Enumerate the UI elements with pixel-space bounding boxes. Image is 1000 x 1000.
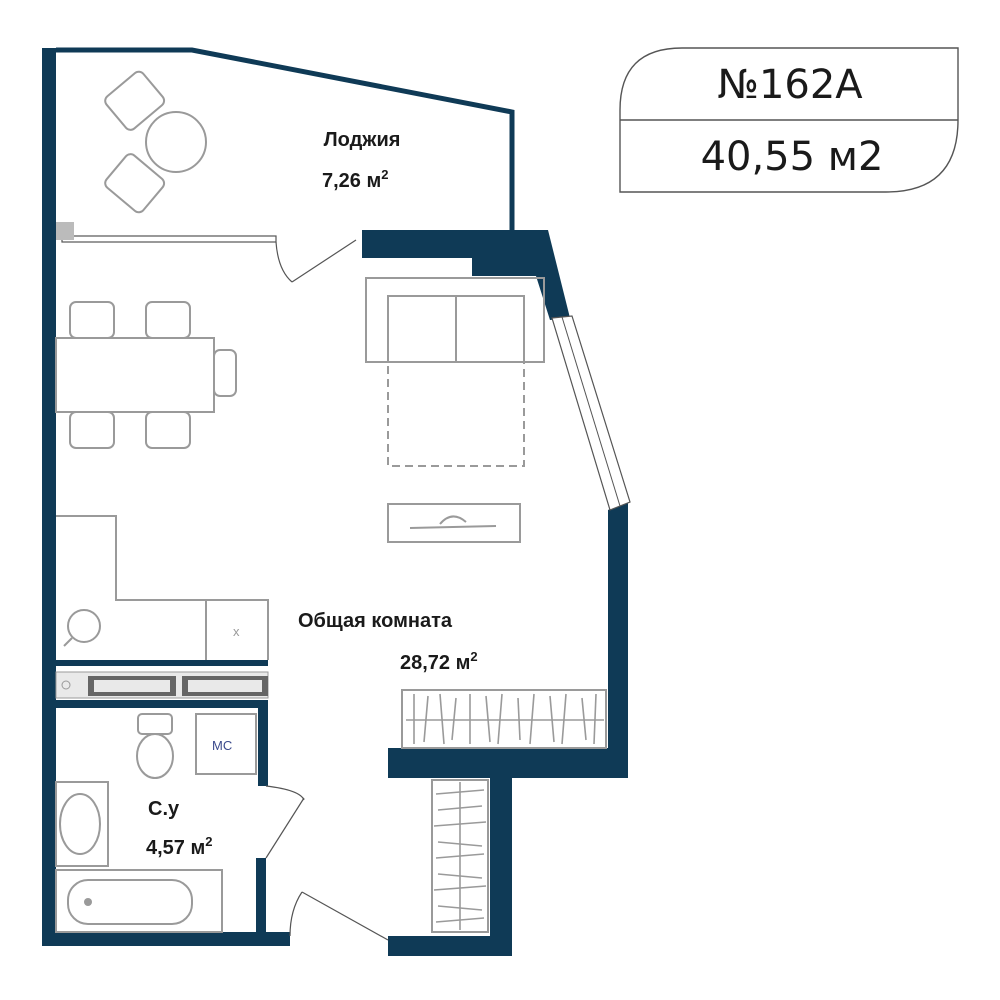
door-entry-swing: [289, 891, 303, 937]
room-name-living: Общая комната: [298, 610, 453, 632]
door-entry-leaf: [301, 891, 389, 941]
door-loggia-leaf: [291, 239, 357, 283]
sofa-cushion-right: [455, 295, 525, 363]
loggia-chair-top: [104, 70, 166, 131]
loggia-wall-stub: [56, 222, 74, 240]
apartment-number: №162A: [717, 62, 863, 108]
bathroom-sink-counter: [55, 781, 109, 867]
sofa-bed: [365, 277, 545, 467]
sofa-cushion-left: [387, 295, 457, 363]
bathtub-inner: [67, 879, 193, 925]
room-name-bathroom: С.у: [148, 798, 180, 820]
apartment-total-area: 40,55 м2: [701, 134, 884, 180]
dining-set: [55, 301, 237, 449]
toilet-tank: [137, 713, 173, 735]
loggia-furniture: [104, 70, 207, 214]
room-name-loggia: Лоджия: [324, 129, 401, 151]
sofa-bed-extended: [387, 361, 525, 467]
washbasin-icon: [59, 793, 101, 855]
sink-drain-icon: [63, 637, 73, 647]
wall-entry-right: [490, 776, 512, 956]
tv-icon: [409, 525, 497, 529]
round-table: [145, 111, 207, 173]
vent-strip: [55, 671, 269, 699]
bathroom-fixtures: МС: [55, 713, 257, 933]
door-loggia-swing: [275, 241, 293, 283]
sink-icon: [67, 609, 101, 643]
walls: [42, 47, 631, 956]
washing-machine: [195, 713, 257, 775]
wall-loggia-outline: [56, 47, 515, 232]
room-area-bathroom: 4,57 м2: [146, 834, 213, 859]
tv-console: [387, 503, 521, 543]
dining-chair-4: [145, 411, 191, 449]
wall-bottom-left: [42, 932, 290, 946]
kitchen-counter: [56, 515, 269, 660]
wall-kitchen-bottom: [42, 660, 268, 666]
door-bath-leaf: [265, 797, 305, 859]
wardrobe-main: [401, 689, 607, 749]
dining-chair-1: [69, 301, 115, 339]
room-area-living: 28,72 м2: [400, 649, 478, 674]
wall-left: [42, 48, 56, 940]
tv-base: [439, 515, 467, 525]
apartment-badge: №162A 40,55 м2: [619, 47, 959, 193]
dining-chair-end: [213, 349, 237, 397]
room-area-loggia: 7,26 м2: [322, 167, 389, 192]
wall-entry-bottom: [388, 936, 512, 956]
bathtub-drain-icon: [84, 898, 92, 906]
loggia-chair-bottom: [104, 153, 166, 214]
wardrobe-entry: [431, 779, 489, 933]
door-bath-swing: [265, 785, 305, 801]
loggia-window-rail: [61, 235, 277, 243]
toilet-bowl-icon: [136, 733, 174, 779]
room-labels: Лоджия 7,26 м2 Общая комната 28,72 м2 С.…: [146, 129, 478, 859]
wall-bath-right-lower: [256, 858, 266, 940]
kitchen: x: [56, 515, 269, 660]
doors: [265, 239, 389, 941]
washing-machine-label: МС: [212, 738, 232, 753]
bathtub: [55, 869, 223, 933]
dining-chair-3: [69, 411, 115, 449]
wall-loggia-partition: [362, 230, 570, 320]
dining-chair-2: [145, 301, 191, 339]
wall-right-lower: [490, 500, 628, 778]
stove-label: x: [233, 624, 240, 639]
dining-table: [55, 337, 215, 413]
wall-bath-top: [42, 700, 268, 708]
tv-stand: [387, 503, 521, 543]
wall-bath-right-upper: [258, 706, 268, 786]
right-window-glass: [561, 316, 621, 507]
